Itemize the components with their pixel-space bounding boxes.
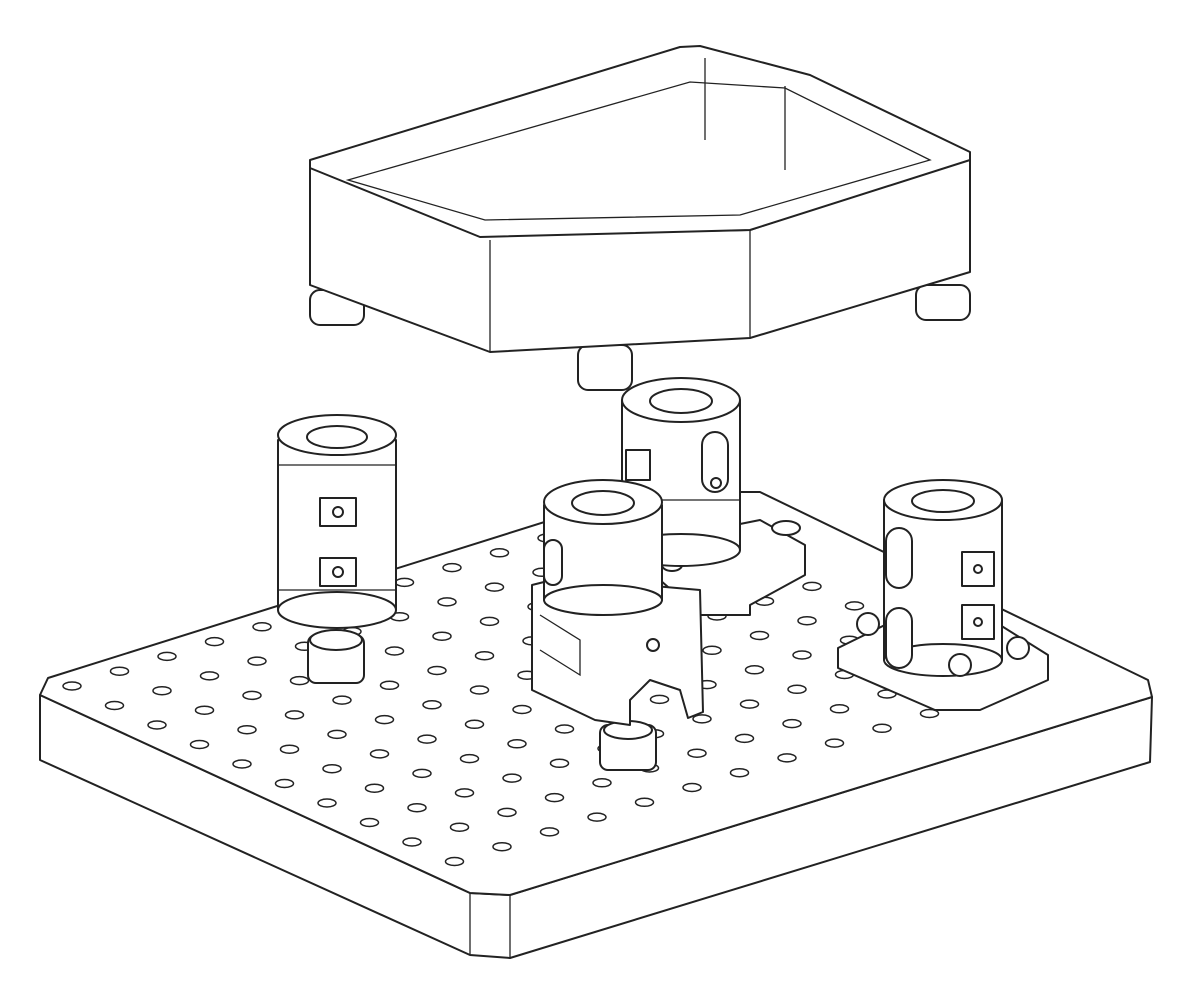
plate-hole — [592, 778, 612, 788]
plate-hole — [739, 699, 760, 709]
plate-hole — [232, 759, 252, 769]
plate-hole — [62, 681, 82, 691]
plate-hole — [802, 581, 822, 592]
plate-hole — [237, 724, 257, 735]
plate-hole — [332, 695, 352, 705]
plate-hole — [489, 548, 510, 558]
plate-hole — [734, 733, 755, 744]
plate-hole — [194, 705, 215, 715]
plate-hole — [919, 708, 940, 719]
plate-hole — [204, 636, 225, 647]
plate-hole — [797, 615, 817, 626]
plate-hole — [544, 792, 565, 803]
plate-hole — [109, 666, 130, 676]
plate-hole — [252, 622, 272, 632]
plate-hole — [777, 753, 797, 763]
plate-hole — [729, 767, 750, 778]
plate-hole — [369, 749, 390, 759]
plate-hole — [512, 704, 532, 715]
plate-hole — [464, 719, 485, 730]
plate-hole — [649, 694, 670, 705]
plate-hole — [327, 729, 347, 740]
plate-hole — [432, 631, 452, 641]
plate-hole — [474, 650, 495, 661]
plate-hole — [402, 837, 422, 847]
plate-hole — [787, 684, 807, 695]
plate-hole — [682, 782, 702, 793]
front-clamp-support — [531, 479, 704, 771]
plate-hole — [412, 768, 432, 779]
plate-hole — [539, 827, 560, 837]
plate-hole — [459, 753, 480, 764]
plate-hole — [199, 671, 220, 681]
plate-hole — [284, 710, 305, 720]
plate-hole — [587, 812, 607, 822]
plate-hole — [872, 723, 892, 734]
plate-hole — [317, 798, 337, 808]
plate-hole — [687, 748, 707, 758]
plate-hole — [507, 739, 527, 749]
plate-hole — [829, 704, 850, 714]
plate-hole — [274, 778, 295, 789]
plate-hole — [749, 630, 770, 641]
plate-hole — [427, 665, 447, 676]
plate-hole — [359, 817, 380, 828]
plate-hole — [782, 718, 802, 729]
plate-hole — [279, 744, 300, 754]
plate-hole — [454, 788, 475, 798]
plate-hole — [824, 738, 845, 748]
plate-hole — [322, 763, 342, 774]
plate-hole — [247, 656, 267, 666]
plate-hole — [844, 601, 865, 611]
plate-hole — [417, 734, 437, 744]
plate-hole — [422, 700, 442, 710]
screw-icon — [856, 612, 880, 636]
plate-hole — [364, 783, 385, 793]
plate-hole — [189, 739, 210, 750]
plate-hole — [502, 773, 522, 783]
plate-hole — [744, 665, 765, 675]
right-cylinder-support — [837, 479, 1049, 711]
left-cylinder-support — [277, 414, 397, 684]
plate-hole — [634, 797, 655, 808]
plate-hole — [104, 700, 125, 711]
plate-hole — [554, 724, 575, 734]
plate-hole — [549, 758, 570, 769]
plate-hole — [479, 616, 500, 627]
plate-hole — [242, 690, 262, 701]
plate-hole — [469, 685, 490, 695]
plate-hole — [449, 822, 470, 832]
plate-hole — [492, 841, 512, 852]
plate-hole — [407, 802, 427, 813]
plate-hole — [442, 562, 462, 573]
plate-hole — [157, 651, 177, 662]
plate-hole — [394, 577, 415, 588]
plate-hole — [289, 675, 310, 686]
plate-hole — [152, 685, 172, 696]
plate-hole — [384, 646, 405, 656]
plate-hole — [379, 680, 400, 691]
plate-hole — [147, 720, 167, 730]
plate-hole — [792, 650, 812, 660]
plate-hole — [437, 597, 457, 607]
plate-hole — [484, 582, 505, 592]
tray — [309, 45, 971, 391]
back-cylinder-support — [621, 377, 806, 616]
plate-hole — [444, 856, 465, 867]
plate-hole — [702, 645, 722, 656]
plate-hole — [692, 714, 712, 724]
plate-hole — [374, 714, 395, 725]
plate-hole — [497, 807, 517, 818]
